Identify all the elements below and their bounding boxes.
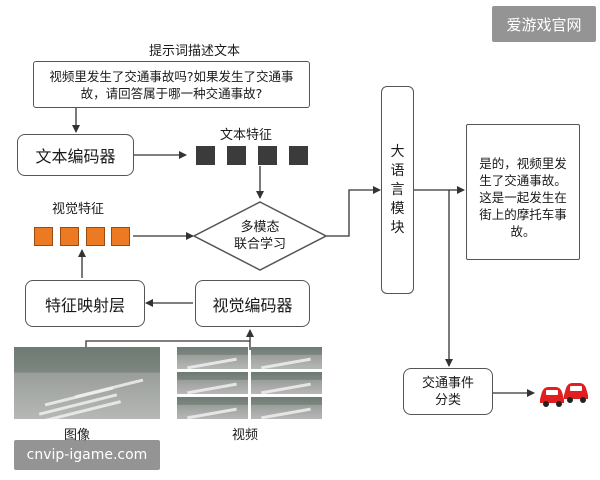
video-frame [177,397,248,419]
text-encoder-label: 文本编码器 [35,143,115,167]
fusion-label: 多模态 联合学习 [193,219,327,253]
watermark-top: 爱游戏官网 [492,6,596,42]
prompt-text: 视频里发生了交通事故吗?如果发生了交通事故，请回答属于哪一种交通事故? [40,68,303,102]
answer-text: 是的，视频里发生了交通事故。这是一起发生在街上的摩托车事故。 [475,155,571,240]
llm-label: 大语言模块 [390,143,405,238]
video-frame [177,347,248,369]
text-feature-square [258,146,277,165]
text-encoder-box: 文本编码器 [17,134,134,176]
text-feature-label: 文本特征 [220,124,272,143]
feature-mapping-box: 特征映射层 [25,280,145,327]
video-frame [251,347,322,369]
text-feature-square [196,146,215,165]
visual-encoder-label: 视觉编码器 [212,292,292,316]
video-frame [251,372,322,394]
feature-mapping-label: 特征映射层 [45,292,125,316]
text-feature-square [227,146,246,165]
classification-box: 交通事件 分类 [403,368,493,415]
visual-feature-square [60,227,79,246]
visual-feature-square [111,227,130,246]
llm-box: 大语言模块 [381,86,414,294]
video-frame [177,372,248,394]
traffic-image [14,347,160,419]
text-feature-square [289,146,308,165]
prompt-text-box: 视频里发生了交通事故吗?如果发生了交通事故，请回答属于哪一种交通事故? [33,61,310,108]
watermark-bottom: cnvip-igame.com [14,440,160,470]
visual-feature-label: 视觉特征 [52,198,104,217]
video-frame [251,397,322,419]
car-crash-icon [538,377,590,409]
video-label: 视频 [232,424,258,443]
visual-encoder-box: 视觉编码器 [195,280,310,327]
prompt-title: 提示词描述文本 [149,40,240,59]
answer-box: 是的，视频里发生了交通事故。这是一起发生在街上的摩托车事故。 [466,124,580,260]
classification-label: 交通事件 分类 [422,375,474,409]
visual-feature-square [34,227,53,246]
visual-feature-square [86,227,105,246]
